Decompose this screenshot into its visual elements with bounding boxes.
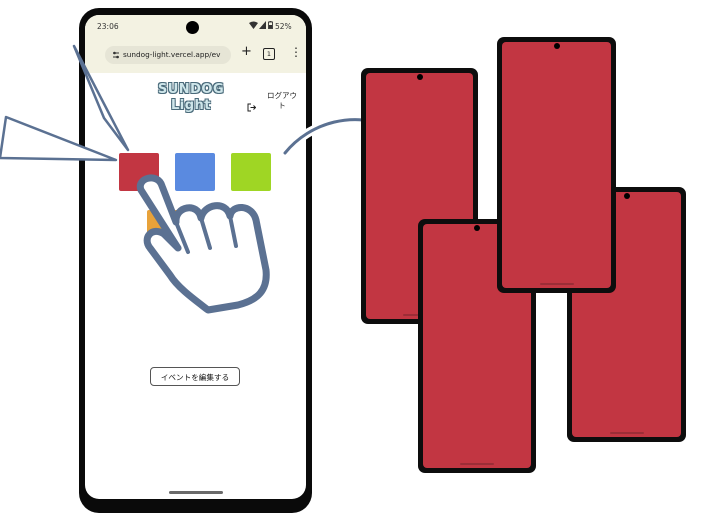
- logout-icon: [247, 97, 257, 116]
- remote-nav-bar-3: [460, 463, 494, 465]
- swatch-blue[interactable]: [175, 153, 215, 191]
- browser-menu-button[interactable]: ⋮: [290, 45, 302, 59]
- remote-nav-bar-2: [539, 283, 574, 285]
- battery-percent: 52%: [275, 22, 292, 31]
- remote-nav-bar-4: [609, 432, 644, 434]
- logout-label: ログアウ ト: [267, 91, 297, 110]
- logout-button[interactable]: ログアウ ト: [247, 91, 303, 117]
- remote-camera-4: [623, 193, 630, 199]
- remote-screen-2: [502, 42, 611, 288]
- status-bar: 23:06 52%: [85, 15, 306, 37]
- remote-phone-2: [497, 37, 616, 293]
- battery-icon: [268, 21, 273, 31]
- remote-camera-1: [416, 74, 423, 80]
- browser-toolbar: sundog-light.vercel.app/ev + 1 ⋮: [85, 37, 306, 73]
- logo-line-1: SUNDOG: [157, 82, 225, 97]
- app-logo: SUNDOG Light: [145, 82, 237, 114]
- front-camera: [186, 21, 199, 34]
- edit-event-button[interactable]: イベントを編集する: [150, 367, 240, 386]
- motion-burst-icon: [0, 44, 130, 162]
- remote-camera-3: [474, 225, 480, 231]
- site-settings-icon[interactable]: [112, 46, 120, 64]
- remote-camera-2: [553, 43, 560, 49]
- status-time: 23:06: [97, 22, 119, 31]
- new-tab-button[interactable]: +: [241, 44, 252, 59]
- tab-switcher-button[interactable]: 1: [263, 48, 275, 60]
- signal-icon: [259, 21, 266, 31]
- tap-hand-icon: [136, 174, 270, 314]
- address-bar[interactable]: sundog-light.vercel.app/ev: [105, 46, 231, 64]
- remote-phone-1: [361, 68, 478, 324]
- logo-line-2: Light: [170, 98, 211, 113]
- gesture-nav-bar[interactable]: [169, 491, 223, 494]
- url-text: sundog-light.vercel.app/ev: [123, 50, 221, 59]
- swatch-green[interactable]: [231, 153, 271, 191]
- wifi-icon: [249, 21, 258, 31]
